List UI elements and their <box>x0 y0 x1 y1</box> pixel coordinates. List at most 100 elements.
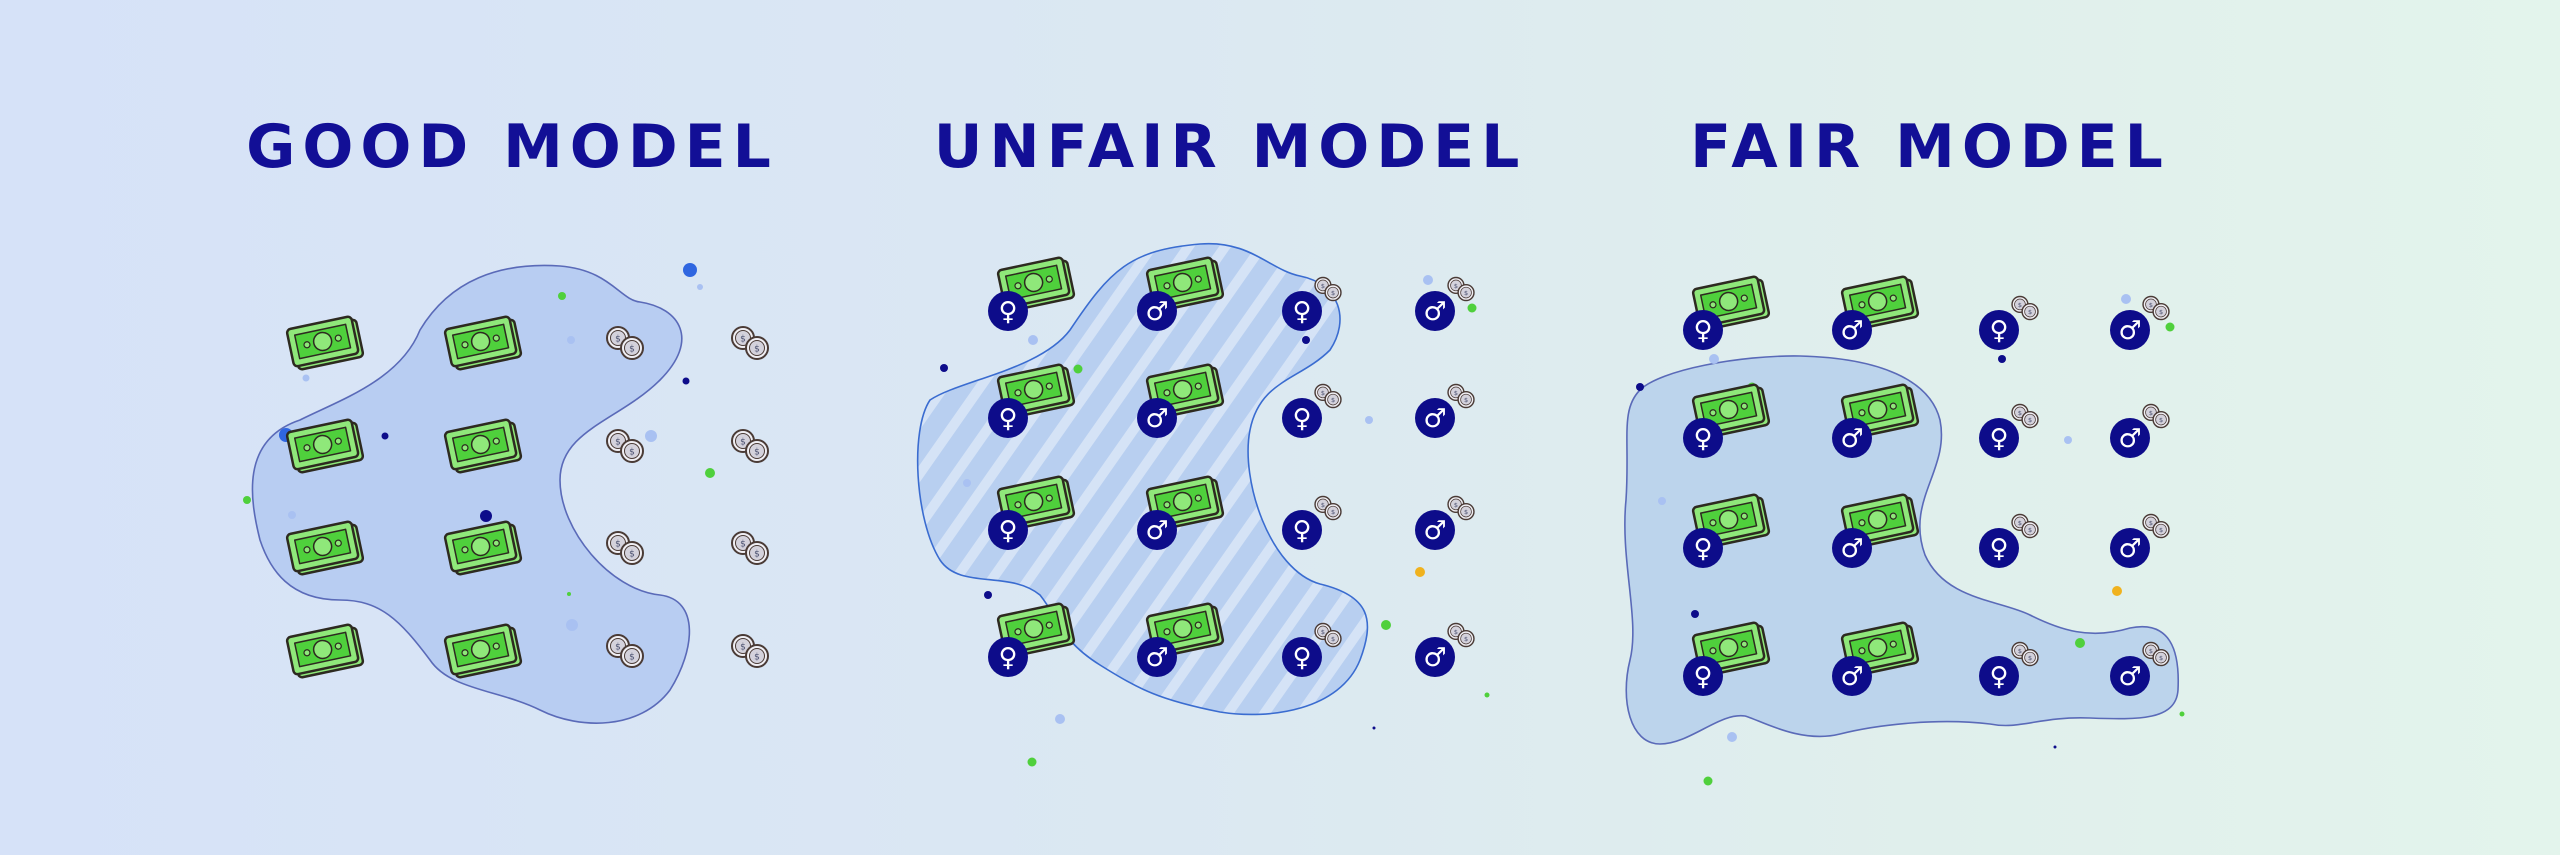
svg-text:♀: ♀ <box>1989 534 2008 564</box>
confetti-dot <box>2064 436 2072 444</box>
confetti-dot <box>1073 364 1083 374</box>
fair-applicant <box>2142 513 2170 539</box>
good-applicant <box>731 531 769 565</box>
unfair-applicant <box>1447 383 1475 409</box>
confetti-dot <box>2075 638 2085 648</box>
confetti-dot <box>1484 692 1490 698</box>
male-symbol-icon: ♂ <box>1137 291 1177 331</box>
coin-pair-icon <box>2142 513 2170 539</box>
male-symbol-icon: ♂ <box>1137 637 1177 677</box>
coin-pair-icon <box>606 531 644 565</box>
svg-text:♂: ♂ <box>1840 316 1863 346</box>
svg-text:♂: ♂ <box>2118 316 2141 346</box>
male-symbol-icon: ♂ <box>2110 418 2150 458</box>
female-symbol-icon: ♀ <box>1683 528 1723 568</box>
good-applicant <box>731 429 769 463</box>
fair-applicant <box>2011 513 2039 539</box>
fair-applicant <box>2011 295 2039 321</box>
male-symbol-icon: ♂ <box>1137 398 1177 438</box>
confetti-dot <box>1055 714 1065 724</box>
confetti-dot <box>1027 757 1037 767</box>
female-symbol-icon: ♀ <box>1282 291 1322 331</box>
female-symbol-icon: ♀ <box>1683 310 1723 350</box>
confetti-dot <box>683 263 697 277</box>
male-symbol-icon: ♂ <box>1415 291 1455 331</box>
coin-pair-icon <box>2011 513 2039 539</box>
male-symbol-icon: ♂ <box>1415 637 1455 677</box>
confetti-dot <box>381 432 389 440</box>
title-fair-model: FAIR MODEL <box>1690 112 2170 182</box>
confetti-dot <box>1636 383 1644 391</box>
svg-text:♂: ♂ <box>1423 404 1446 434</box>
svg-text:♀: ♀ <box>1989 316 2008 346</box>
svg-text:♂: ♂ <box>1840 662 1863 692</box>
coin-pair-icon <box>731 326 769 360</box>
svg-text:♂: ♂ <box>1145 516 1168 546</box>
svg-text:♀: ♀ <box>998 297 1017 327</box>
svg-text:♀: ♀ <box>1693 534 1712 564</box>
female-symbol-icon: ♀ <box>1282 637 1322 677</box>
svg-text:♀: ♀ <box>1989 662 2008 692</box>
svg-text:♂: ♂ <box>2118 424 2141 454</box>
good-applicant <box>731 634 769 668</box>
male-symbol-icon: ♂ <box>1415 510 1455 550</box>
svg-text:♂: ♂ <box>1840 424 1863 454</box>
money-bill-stack-icon <box>285 621 365 681</box>
confetti-dot <box>705 468 715 478</box>
confetti-dot <box>1365 416 1373 424</box>
confetti-dot <box>645 430 657 442</box>
coin-pair-icon <box>1447 276 1475 302</box>
male-symbol-icon: ♂ <box>1832 418 1872 458</box>
svg-text:♂: ♂ <box>1145 643 1168 673</box>
confetti-dot <box>1415 567 1425 577</box>
svg-text:♀: ♀ <box>1292 643 1311 673</box>
confetti-dot <box>2165 322 2175 332</box>
unfair-applicant <box>1314 383 1342 409</box>
coin-pair-icon <box>1447 622 1475 648</box>
good-applicant <box>285 313 365 373</box>
female-symbol-icon: ♀ <box>1979 528 2019 568</box>
confetti-dot <box>963 479 971 487</box>
confetti-dot <box>2053 745 2057 749</box>
good-decision-region <box>251 264 691 724</box>
male-symbol-icon: ♂ <box>2110 528 2150 568</box>
unfair-applicant <box>1314 495 1342 521</box>
confetti-dot <box>1709 354 1719 364</box>
confetti-dot <box>566 619 578 631</box>
female-symbol-icon: ♀ <box>1683 418 1723 458</box>
confetti-dot <box>302 374 310 382</box>
svg-text:♀: ♀ <box>998 404 1017 434</box>
female-symbol-icon: ♀ <box>1282 510 1322 550</box>
svg-text:♂: ♂ <box>1423 643 1446 673</box>
confetti-dot <box>1467 303 1477 313</box>
unfair-applicant <box>1447 622 1475 648</box>
confetti-dot <box>984 591 992 599</box>
male-symbol-icon: ♂ <box>1832 310 1872 350</box>
male-symbol-icon: ♂ <box>1832 528 1872 568</box>
svg-text:♀: ♀ <box>1693 316 1712 346</box>
confetti-dot <box>940 364 948 372</box>
confetti-dot <box>2179 711 2185 717</box>
coin-pair-icon <box>2011 403 2039 429</box>
svg-text:♂: ♂ <box>2118 662 2141 692</box>
fair-applicant <box>2011 403 2039 429</box>
svg-text:♀: ♀ <box>998 516 1017 546</box>
confetti-dot <box>243 496 251 504</box>
male-symbol-icon: ♂ <box>1137 510 1177 550</box>
svg-text:♀: ♀ <box>1693 662 1712 692</box>
confetti-dot <box>558 292 566 300</box>
fair-applicant <box>2142 295 2170 321</box>
svg-text:♀: ♀ <box>1292 404 1311 434</box>
svg-text:♀: ♀ <box>998 643 1017 673</box>
coin-pair-icon <box>2142 403 2170 429</box>
good-applicant <box>606 429 644 463</box>
female-symbol-icon: ♀ <box>1683 656 1723 696</box>
coin-pair-icon <box>1314 495 1342 521</box>
svg-text:♂: ♂ <box>2118 534 2141 564</box>
confetti-dot <box>1302 336 1310 344</box>
unfair-applicant <box>1447 276 1475 302</box>
female-symbol-icon: ♀ <box>988 291 1028 331</box>
confetti-dot <box>1423 275 1433 285</box>
confetti-dot <box>697 284 703 290</box>
